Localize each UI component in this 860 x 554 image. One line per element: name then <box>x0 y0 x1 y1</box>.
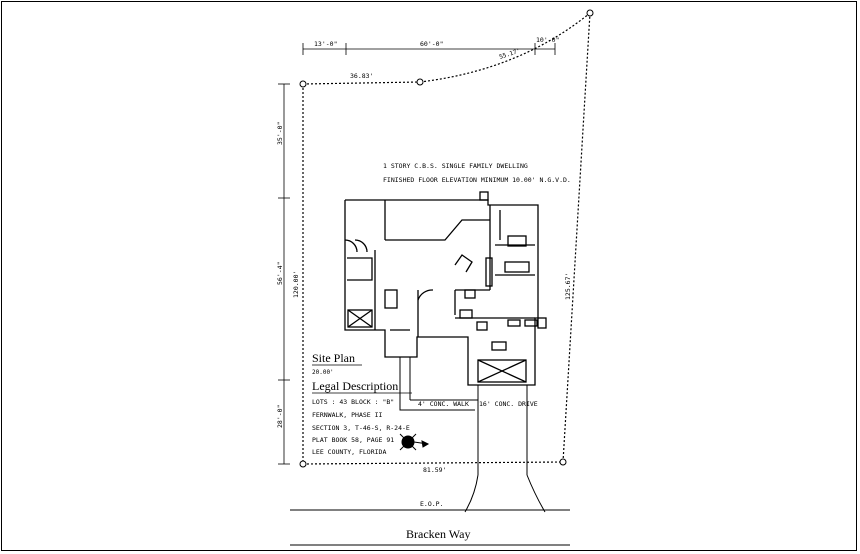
concrete-walk <box>399 357 475 411</box>
legal-description-title: Legal Description <box>312 379 398 393</box>
top-dimension-line <box>302 43 556 55</box>
bath-tub <box>347 257 373 281</box>
legal-line-1: LOTS : 43 BLOCK : "B" <box>312 398 394 406</box>
drive-flare <box>526 474 546 513</box>
chimney <box>479 191 489 201</box>
legal-line-2: FERNWALK, PHASE II <box>312 411 383 419</box>
counter <box>485 257 493 287</box>
door-swing <box>344 239 358 253</box>
house-floor-plan <box>344 191 547 386</box>
door-swing <box>354 239 368 253</box>
dim-arc-length: 55.17' <box>498 48 521 61</box>
dim-right-length: 125.67' <box>564 273 572 300</box>
drive-flare <box>464 474 479 513</box>
vanity <box>507 235 527 247</box>
boundary-south <box>302 461 564 465</box>
dim-top-left: 13'-0" <box>314 40 337 48</box>
site-plan-scale: 20.00' <box>312 369 334 376</box>
north-arrow-icon <box>399 433 430 451</box>
boundary-arc <box>419 12 591 83</box>
legal-line-5: LEE COUNTY, FLORIDA <box>312 448 386 456</box>
drive-label: 16' CONC. DRIVE <box>479 400 538 408</box>
dim-left-top: 35'-0" <box>276 122 284 145</box>
closet <box>459 309 473 319</box>
building-note-line1: 1 STORY C.B.S. SINGLE FAMILY DWELLING <box>383 162 528 170</box>
legal-line-4: PLAT BOOK 58, PAGE 91 <box>312 436 394 444</box>
garage-door <box>477 359 527 383</box>
boundary-east <box>562 12 591 463</box>
dim-left-total: 120.00' <box>292 271 300 298</box>
dim-bottom-length: 81.59' <box>423 466 446 474</box>
appliance <box>464 289 476 299</box>
boundary-north <box>302 81 421 85</box>
eop-label: E.O.P. <box>420 500 443 508</box>
legal-line-3: SECTION 3, T-46-S, R-24-E <box>312 424 410 432</box>
walk-label: 4' CONC. WALK <box>418 400 469 408</box>
boundary-corners <box>299 9 594 468</box>
property-boundary <box>302 12 591 465</box>
door-swing <box>417 289 434 301</box>
water-heater <box>476 321 488 331</box>
appliance <box>524 319 538 327</box>
site-plan-title: Site Plan <box>312 351 355 365</box>
garage-storage <box>491 341 507 351</box>
appliance <box>507 319 521 327</box>
kitchen-island <box>454 254 473 273</box>
dim-left-mid: 56'-4" <box>276 262 284 285</box>
building-note-line2: FINISHED FLOOR ELEVATION MINIMUM 10.00' … <box>383 176 571 184</box>
dim-top-right: 10'-0" <box>536 36 559 44</box>
wall <box>385 219 490 241</box>
dim-top-mid: 60'-0" <box>420 40 443 48</box>
exterior-walls <box>344 199 539 386</box>
street-name: Bracken Way <box>406 527 470 541</box>
dim-north-bearing: 36.83' <box>350 72 373 80</box>
vanity <box>504 261 530 273</box>
dim-left-bottom: 28'-0" <box>276 405 284 428</box>
ac-pad <box>537 317 547 329</box>
laundry <box>384 289 398 309</box>
shower <box>347 309 373 328</box>
concrete-walk-and-drive <box>399 357 546 513</box>
left-dimension-line <box>278 83 290 465</box>
